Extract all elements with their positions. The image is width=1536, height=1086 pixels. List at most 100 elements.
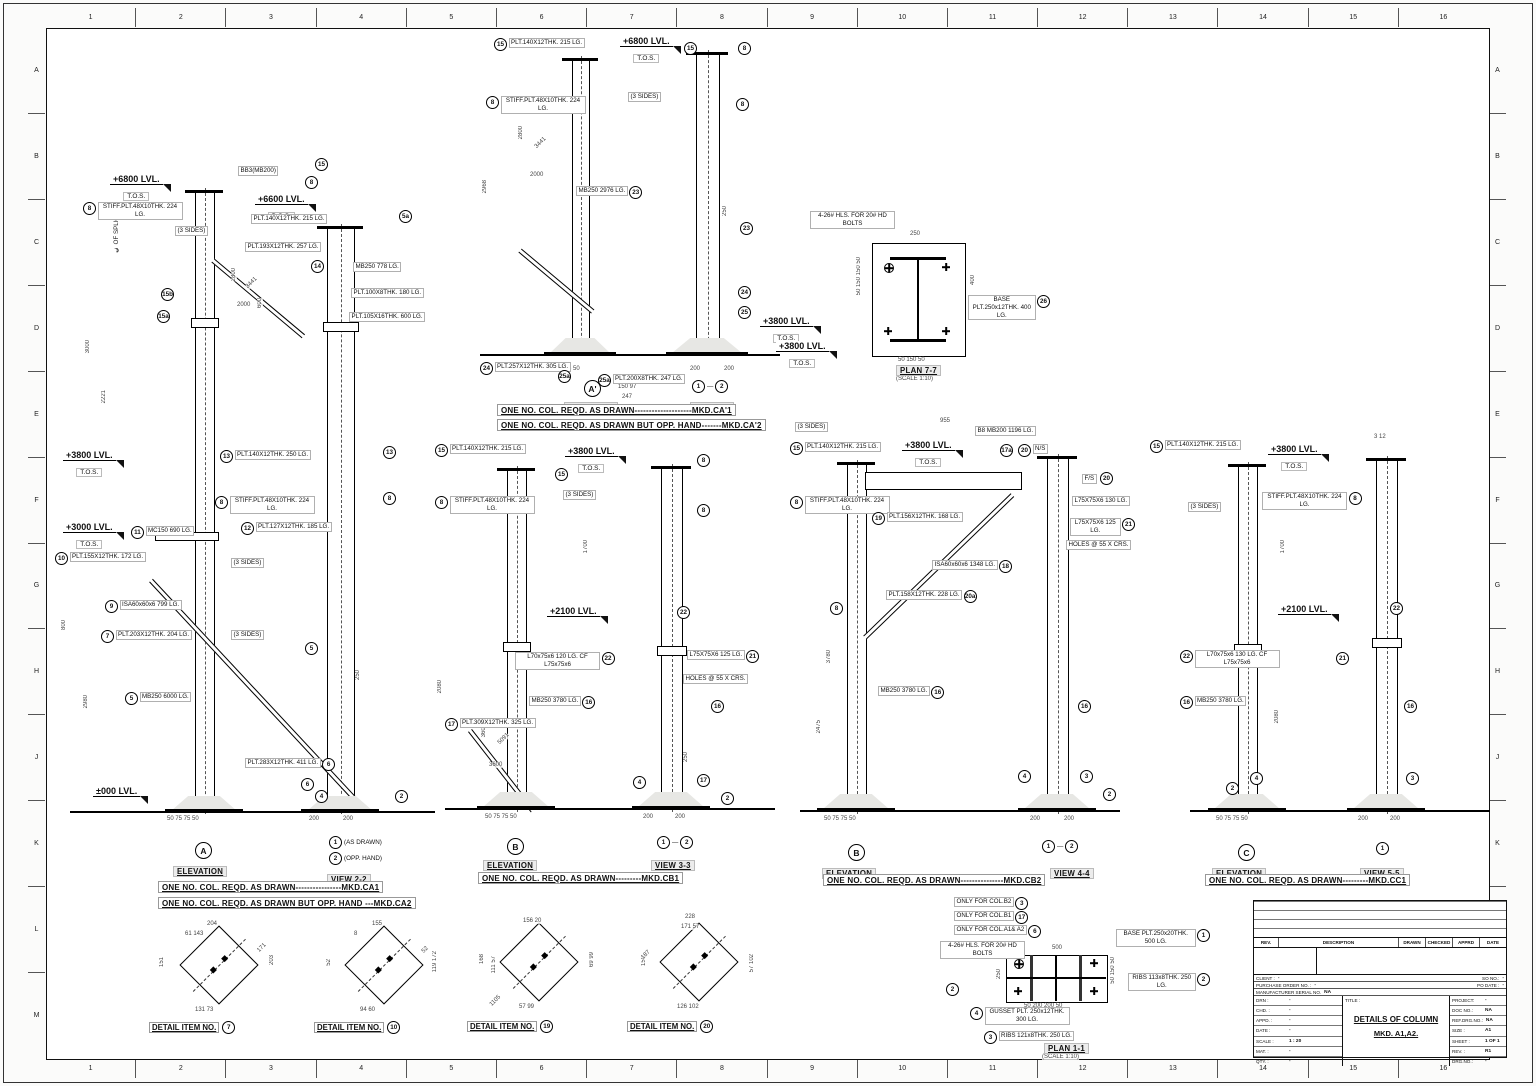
elevation-bubble: A' [584, 380, 601, 397]
dimension-label: 200 [690, 366, 701, 372]
po-row: PURCHASE ORDER NO. :-PO DATE :- [1254, 982, 1506, 989]
dimension-label: 204 [207, 921, 218, 927]
grid-letter: C [28, 198, 45, 285]
drawing-info-left: DRN :-CHD. :-APPD. :-DATE :-SCALE :1 : 2… [1254, 996, 1343, 1066]
callout: STIFF.PLT.48X10THK. 224 LG.8 [1262, 492, 1362, 510]
beam-flange [890, 339, 946, 342]
item-bubble: 22 [677, 606, 690, 619]
item-bubble: 2 [1197, 973, 1210, 986]
grid-letter: F [1489, 456, 1506, 543]
cap-plate [497, 468, 535, 471]
view-legend: 2(OPP. HAND) [329, 852, 382, 865]
bolt-mark [1090, 959, 1098, 967]
item-bubble: 17a [1000, 444, 1013, 457]
item-bubble: 22 [1390, 602, 1403, 615]
column-shaft [507, 466, 527, 812]
item-bubble: 22 [1180, 650, 1193, 663]
plan-scale: (SCALE 1:10) [896, 376, 934, 382]
item-bubble: 8 [305, 176, 318, 189]
item-bubble: 25 [738, 306, 751, 319]
level-marker: +3800 LVL.T.O.S. [63, 450, 124, 479]
item-bubble: 25a [598, 374, 611, 387]
revision-header-cell: CHECKED [1425, 938, 1452, 947]
grid-letter: G [28, 542, 45, 629]
grid-number: 7 [586, 8, 676, 27]
item-bubble: 21 [1336, 652, 1349, 665]
gusset-graphic [344, 925, 424, 1005]
item-bubble: 8 [215, 496, 228, 509]
item-bubble: 20 [1100, 472, 1113, 485]
dimension-label: 61 143 [185, 931, 204, 937]
base-plate [544, 352, 616, 355]
grid-number: 9 [766, 8, 857, 27]
item-bubble: 16 [711, 700, 724, 713]
base-plate [477, 806, 555, 809]
dimension-label: 50 75 75 50 [1216, 816, 1248, 822]
level-marker: ±000 LVL. [93, 786, 149, 804]
callout: (3 SIDES) [175, 226, 208, 236]
dimension-label: 200 [343, 816, 354, 822]
item-bubble: 11 [131, 526, 144, 539]
grid-letter: C [1489, 198, 1506, 285]
item-bubble: 5 [305, 642, 318, 655]
item-bubble: 2 [946, 983, 959, 996]
bolt-mark [942, 327, 950, 335]
base-plate [817, 808, 895, 811]
centerline [205, 188, 206, 814]
grid-number: 11 [946, 8, 1037, 27]
requirement-note: ONE NO. COL. REQD. AS DRAWN BUT OPP. HAN… [158, 897, 416, 909]
item-bubble: 20a [963, 590, 977, 603]
cleat-angle [657, 646, 687, 656]
base-gusset [1024, 794, 1090, 809]
column-shaft [1238, 462, 1258, 814]
centerline [1248, 462, 1249, 814]
revision-header-cell: REV. [1260, 940, 1272, 945]
dimension-label: 250 [355, 670, 361, 681]
item-bubble: 25a [558, 370, 571, 383]
item-bubble: 3 [1015, 897, 1029, 910]
item-bubble: 4 [315, 790, 328, 803]
callout: PLT.100X8THK. 180 LG. [351, 288, 424, 298]
dimension-label: 126 102 [677, 1004, 699, 1010]
view-legend: 1—2 [692, 380, 729, 393]
item-bubble: 3 [1406, 772, 1419, 785]
level-marker: +2100 LVL. [1278, 604, 1339, 622]
base-gusset [1214, 794, 1280, 809]
view-legend: 1 [1376, 842, 1389, 855]
revision-header-cell: APPRD [1452, 938, 1479, 947]
base-plate [1018, 808, 1096, 811]
beam-flange [890, 257, 946, 260]
callout: (3 SIDES) [231, 558, 264, 568]
logo-cell [1254, 948, 1317, 974]
grid-letter: L [28, 886, 45, 972]
column-shaft [1376, 456, 1398, 814]
dimension-label: 131 73 [195, 1007, 214, 1013]
grid-number: 12 [1037, 8, 1127, 27]
dimension-label: 200 [724, 366, 735, 372]
dimension-label: 2080 [437, 680, 443, 694]
base-plate [165, 809, 243, 812]
dimension-label: 8 [354, 931, 358, 937]
item-bubble: 16 [1404, 700, 1417, 713]
dimension-label: 94 60 [360, 1007, 376, 1013]
item-bubble: 2 [395, 790, 408, 803]
base-gusset [638, 792, 704, 807]
dimension-label: 50 200 200 50 [1024, 1003, 1063, 1009]
item-bubble: 3 [984, 1031, 997, 1044]
level-marker: +6800 LVL.T.O.S. [110, 174, 171, 203]
ground-line [1190, 810, 1490, 812]
dimension-label: 111 57 [491, 956, 497, 974]
dimension-label: 52 [420, 945, 430, 955]
dimension-label: 57 99 [519, 1004, 535, 1010]
dimension-label: 200 [1030, 816, 1041, 822]
grid-number: 12 [1037, 1059, 1127, 1078]
bolt-mark [942, 263, 950, 271]
grid-number: 16 [1397, 1059, 1488, 1078]
